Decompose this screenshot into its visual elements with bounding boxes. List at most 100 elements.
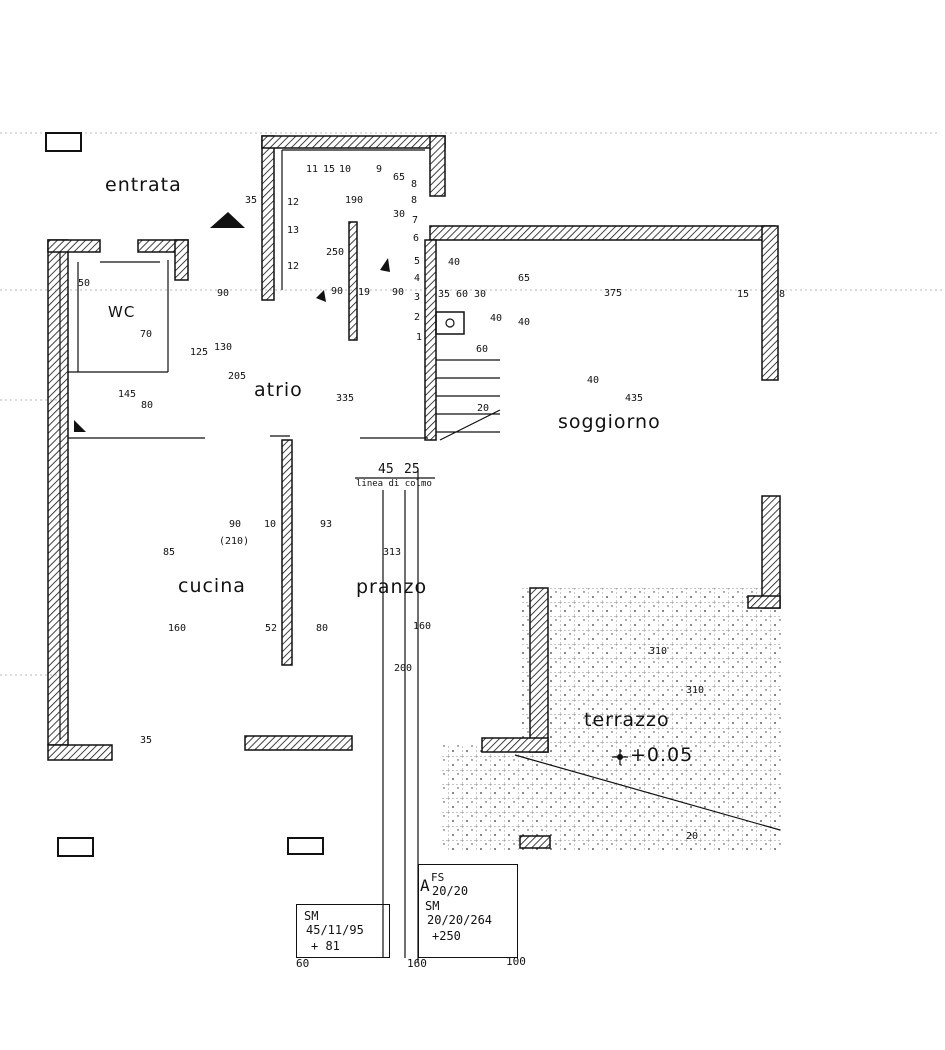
dim-label: 80 — [316, 623, 329, 634]
dim-label: 190 — [345, 195, 364, 206]
sm-note-right-a: A — [420, 876, 430, 895]
room-label-terrazzo: terrazzo — [584, 709, 670, 731]
wall-living-top — [429, 225, 776, 241]
dim-label: 13 — [287, 225, 300, 236]
dim-label: 40 — [490, 313, 503, 324]
dim-label: 35 — [438, 289, 451, 300]
dim-label: 65 — [518, 273, 531, 284]
sm-note-right-line1: 20/20/264 — [427, 913, 493, 927]
dim-label: 12 — [287, 261, 300, 272]
window-mark-top-left — [45, 132, 82, 152]
sm-note-left-line1: 45/11/95 — [306, 923, 364, 937]
wall-kitchen-partition — [281, 439, 293, 666]
room-label-entrata: entrata — [105, 174, 182, 196]
bottom-label-60: 60 — [296, 957, 310, 970]
wall-kitchen-stairwall — [424, 239, 437, 441]
dim-label: 3 — [414, 292, 421, 303]
dim-label: 10 — [339, 164, 352, 175]
dim-label: 30 — [474, 289, 487, 300]
dim-label: 35 — [245, 195, 258, 206]
dim-label: 45 — [378, 462, 394, 477]
level-label: +0.05 — [630, 744, 694, 766]
dim-label: 60 — [456, 289, 469, 300]
terrace-diagonal — [514, 754, 781, 831]
dim-label: 60 — [476, 344, 489, 355]
bottom-label-100: 100 — [506, 955, 526, 968]
dim-label: 30 — [393, 209, 406, 220]
sm-note-left-title: SM — [304, 909, 319, 923]
dim-label: 50 — [78, 278, 91, 289]
room-label-cucina: cucina — [178, 575, 246, 597]
wall-left-outer — [47, 239, 69, 746]
entrance-arrow-icon — [210, 212, 245, 228]
stair-arrow-icon-1 — [380, 258, 390, 272]
window-mark-bottom-left — [57, 837, 94, 857]
dim-label: 205 — [228, 371, 247, 382]
dim-label: 40 — [587, 375, 600, 386]
dim-label: 93 — [320, 519, 333, 530]
dim-label: 20 — [477, 403, 490, 414]
dim-label: 435 — [625, 393, 644, 404]
dim-label: 90 — [229, 519, 242, 530]
dim-label: (210) — [219, 536, 250, 547]
wall-stair-divider — [348, 221, 358, 341]
dim-label: 335 — [336, 393, 355, 404]
dim-label: 52 — [265, 623, 278, 634]
room-label-soggiorno: soggiorno — [558, 411, 661, 433]
dim-label: 70 — [140, 329, 153, 340]
dim-label: 6 — [413, 233, 420, 244]
wall-living-right-lower — [761, 495, 781, 609]
dim-label: 8 — [411, 179, 418, 190]
dim-label: 90 — [331, 286, 344, 297]
window-mark-bottom-mid — [287, 837, 324, 855]
ridge-line — [382, 490, 406, 958]
dim-label: 90 — [392, 287, 405, 298]
dim-label: 310 — [649, 646, 668, 657]
sm-note-right — [418, 864, 518, 958]
dim-label: 15 — [737, 289, 750, 300]
stair-arrow-icon-2 — [316, 290, 326, 302]
dim-label: 7 — [412, 215, 419, 226]
ridge-label: linea di colmo — [356, 479, 432, 489]
terrace-tiles-lower — [440, 745, 540, 850]
dim-label: 130 — [214, 342, 233, 353]
wall-wc-top — [47, 239, 101, 253]
dim-label: 90 — [217, 288, 230, 299]
dim-label: 11 — [306, 164, 319, 175]
sm-note-right-fs: FS — [431, 871, 445, 884]
dim-label: 80 — [141, 400, 154, 411]
dim-label: 250 — [326, 247, 345, 258]
dim-label: 10 — [264, 519, 277, 530]
dim-label: 8 — [779, 289, 786, 300]
sm-note-right-title: SM — [425, 899, 440, 913]
terrace-tiles — [520, 588, 782, 850]
wall-corridor-top — [261, 135, 446, 149]
dim-label: 160 — [168, 623, 187, 634]
sm-note-right-line2: +250 — [432, 929, 461, 943]
window-kitchen-bottom — [244, 735, 353, 751]
dim-label: 2 — [414, 312, 421, 323]
dim-label: 8 — [411, 195, 418, 206]
dim-label: 160 — [413, 621, 432, 632]
wall-wc-pier — [174, 239, 189, 281]
dim-label: 145 — [118, 389, 137, 400]
sm-note-left-line2: + 81 — [311, 939, 340, 953]
dim-label: 12 — [287, 197, 300, 208]
dim-label: 25 — [404, 462, 420, 477]
dim-label: 35 — [140, 735, 153, 746]
wall-wc-side — [68, 260, 169, 373]
dim-label: 19 — [358, 287, 371, 298]
dim-label: 4 — [414, 273, 421, 284]
dim-label: 1 — [416, 332, 423, 343]
wall-terrace-bottom — [481, 737, 549, 753]
dim-label: 200 — [394, 663, 413, 674]
wall-corridor-inner — [281, 149, 425, 290]
wall-atrio-bottom — [68, 435, 428, 439]
dim-label: 20 — [686, 831, 699, 842]
wall-living-bottom — [747, 595, 781, 609]
bottom-label-160: 160 — [407, 957, 427, 970]
dim-label: 85 — [163, 547, 176, 558]
corner-arrow-icon — [74, 420, 86, 432]
wall-living-right — [761, 225, 779, 381]
